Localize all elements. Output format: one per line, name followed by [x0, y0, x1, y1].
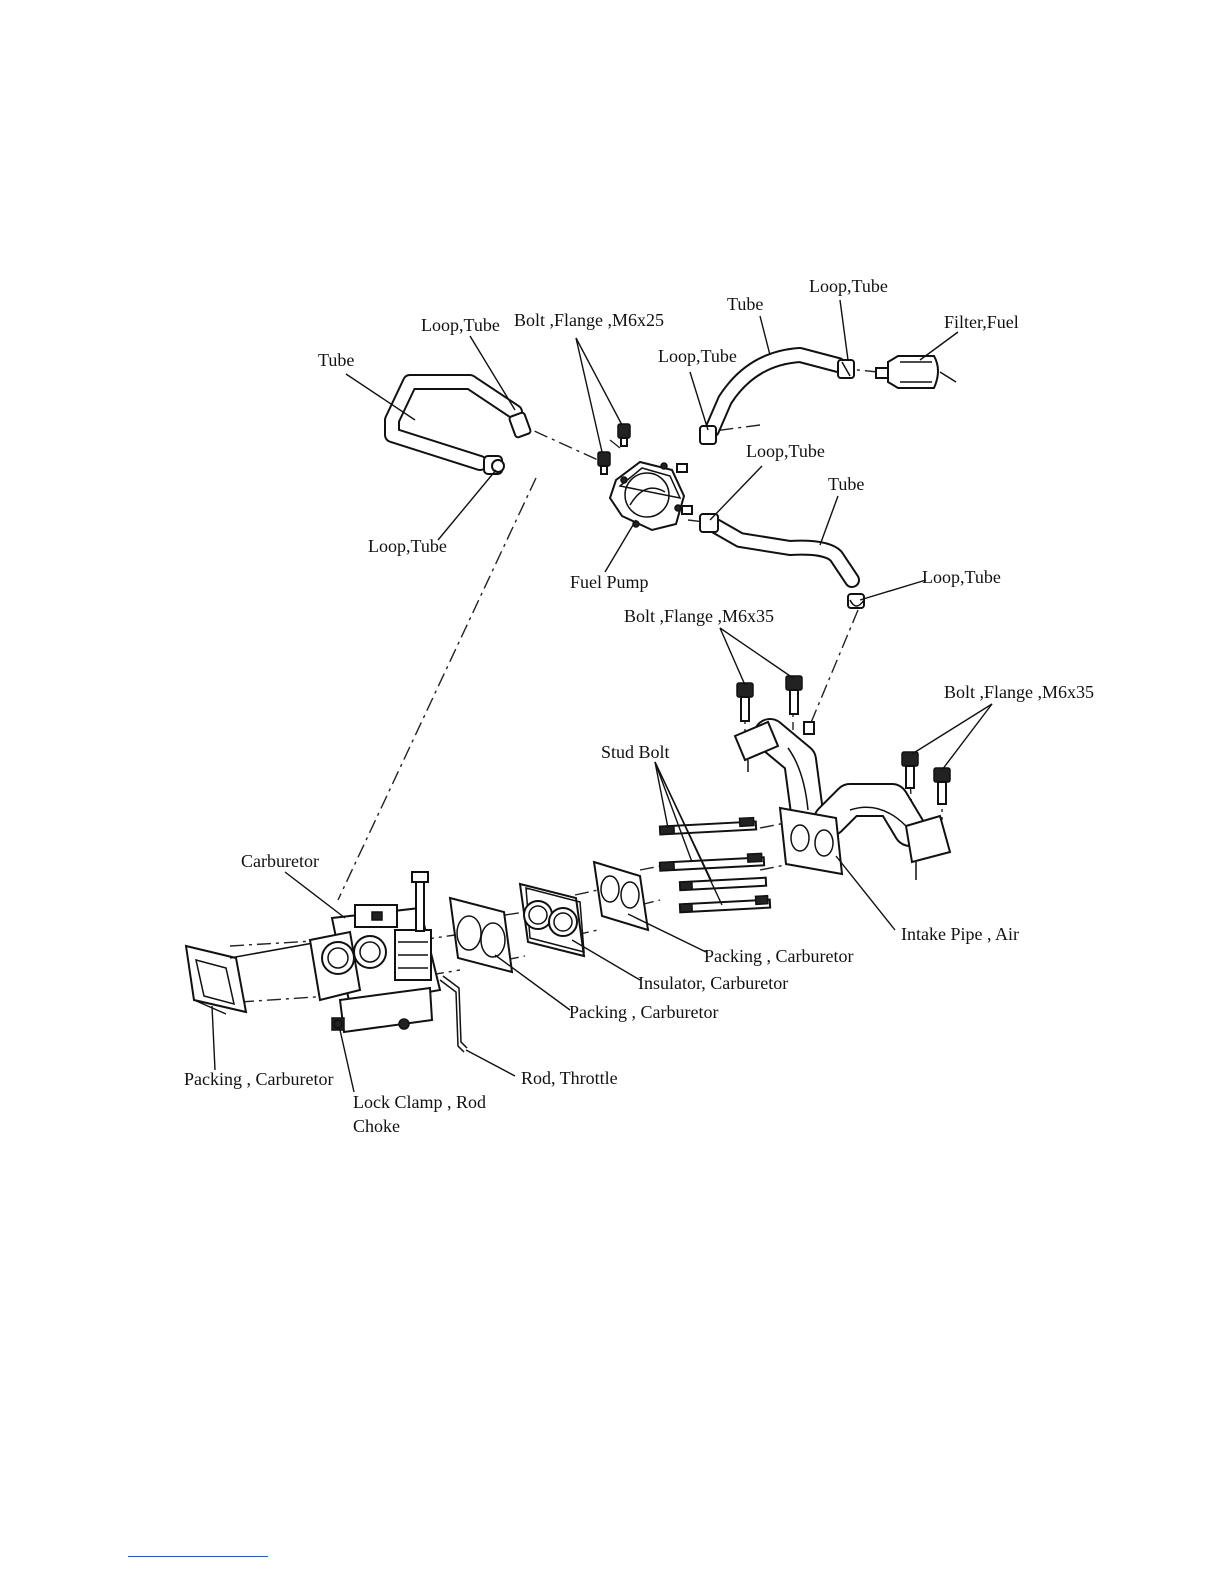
- label-loop-tube-pump-right: Loop,Tube: [746, 441, 825, 461]
- tube-top: [704, 347, 846, 438]
- label-bolt-flange-m6x35-upper: Bolt ,Flange ,M6x35: [624, 606, 774, 626]
- label-tube-top: Tube: [727, 294, 763, 314]
- fuel-filter: [875, 355, 957, 389]
- label-packing-carburetor-right: Packing , Carburetor: [704, 946, 853, 966]
- stud-bolts: [658, 816, 772, 914]
- label-rod-throttle: Rod, Throttle: [521, 1068, 618, 1088]
- leader-lines: [211, 299, 993, 1093]
- label-filter-fuel: Filter,Fuel: [944, 312, 1019, 332]
- insulator-carburetor-part: [518, 882, 586, 958]
- label-loop-tube-pump-top: Loop,Tube: [658, 346, 737, 366]
- label-fuel-pump: Fuel Pump: [570, 572, 649, 592]
- carburetor-body: [308, 871, 442, 1034]
- bolt-flange-m6x25-a: [597, 451, 611, 475]
- label-loop-tube-top-left: Loop,Tube: [421, 315, 500, 335]
- label-loop-tube-bottom-left: Loop,Tube: [368, 536, 447, 556]
- bolts-flange-m6x35-right: [901, 751, 951, 805]
- label-stud-bolt: Stud Bolt: [601, 742, 670, 762]
- bolt-flange-m6x25-b: [617, 423, 631, 447]
- label-carburetor: Carburetor: [241, 851, 319, 871]
- loop-tube-clamp-right: [847, 593, 865, 609]
- label-lock-clamp-choke: Choke: [353, 1116, 400, 1136]
- label-packing-carburetor-middle: Packing , Carburetor: [569, 1002, 718, 1022]
- intake-pipe-air: [733, 718, 952, 880]
- label-intake-pipe-air: Intake Pipe , Air: [901, 924, 1019, 944]
- tube-right: [704, 516, 860, 588]
- label-tube-right: Tube: [828, 474, 864, 494]
- packing-carburetor-left-part: [184, 939, 331, 1015]
- assembly-dash-lines: [229, 367, 943, 1003]
- bolts-flange-m6x35-upper: [736, 675, 803, 722]
- label-bolt-flange-m6x35-right: Bolt ,Flange ,M6x35: [944, 682, 1094, 702]
- label-insulator-carburetor: Insulator, Carburetor: [638, 973, 788, 993]
- label-bolt-flange-m6x25: Bolt ,Flange ,M6x25: [514, 310, 664, 330]
- label-packing-carburetor-left: Packing , Carburetor: [184, 1069, 333, 1089]
- tube-left: [384, 374, 523, 471]
- fuel-pump: [608, 460, 693, 532]
- label-lock-clamp-rod: Lock Clamp , Rod: [353, 1092, 486, 1112]
- callout-labels: Tube Loop,Tube Bolt ,Flange ,M6x25 Loop,…: [184, 276, 1094, 1136]
- loop-tube-clamp-bottom-left: [483, 455, 505, 475]
- packing-carburetor-middle-part: [448, 896, 514, 974]
- packing-carburetor-right-part: [592, 860, 650, 932]
- label-tube-left: Tube: [318, 350, 354, 370]
- loop-tube-clamp-top-right: [837, 359, 855, 379]
- loop-tube-clamp-pump-top: [699, 425, 717, 445]
- footer-rule: [128, 1556, 268, 1557]
- loop-tube-clamp-pump-right: [699, 513, 719, 533]
- label-loop-tube-top-right: Loop,Tube: [809, 276, 888, 296]
- rod-throttle-part: [439, 975, 468, 1053]
- label-loop-tube-right: Loop,Tube: [922, 567, 1001, 587]
- loop-tube-clamp-top-left: [508, 411, 532, 439]
